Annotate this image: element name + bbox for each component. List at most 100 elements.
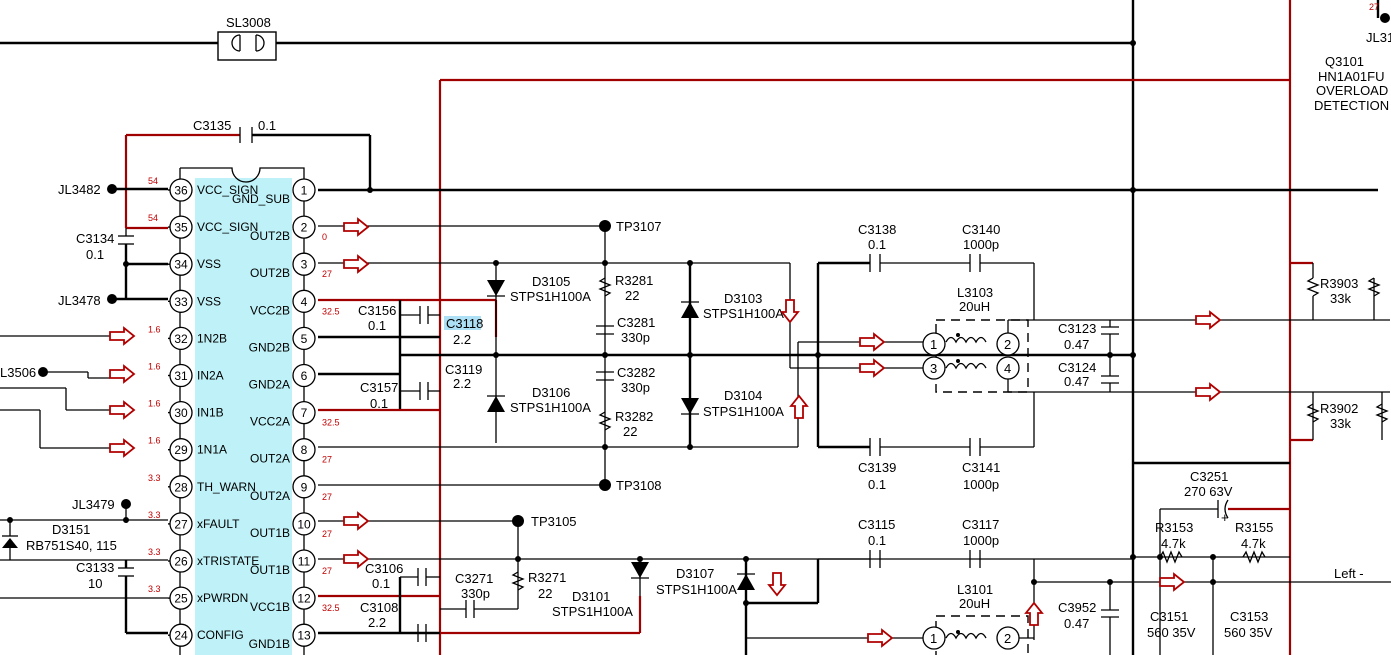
signal-arrow-up — [1024, 601, 1044, 626]
pin-number: 3 — [301, 258, 308, 272]
jl-top-dot — [1380, 13, 1390, 23]
pin-voltage: 27 — [322, 566, 332, 576]
d3107-symbol — [737, 574, 755, 590]
r3153-symbol — [1159, 550, 1183, 564]
pin-name: OUT1B — [250, 563, 290, 577]
c3124-label: C3124 — [1058, 360, 1096, 375]
svg-text:2: 2 — [1004, 337, 1011, 352]
c3124-value: 0.47 — [1064, 374, 1089, 389]
pin-voltage: 3.3 — [148, 473, 161, 483]
q3101-desc1: OVERLOAD — [1316, 83, 1388, 98]
d3104-label: D3104 — [724, 388, 762, 403]
r3281-value: 22 — [625, 288, 639, 303]
d3151-symbol — [2, 538, 18, 548]
pin-name: TH_WARN — [197, 480, 256, 494]
r3902-symbol — [1306, 403, 1320, 423]
r3271-value: 22 — [538, 586, 552, 601]
jl3478-label: JL3478 — [58, 293, 101, 308]
l3103-coil-a — [945, 336, 987, 344]
c3251-label: C3251 — [1190, 469, 1228, 484]
d3105-value: STPS1H100A — [510, 289, 591, 304]
pin-name: GND1B — [249, 637, 290, 651]
pin-voltage: 3.3 — [148, 584, 161, 594]
svg-text:+: + — [1221, 510, 1229, 525]
signal-arrows — [109, 217, 1222, 648]
pin-name: OUT2B — [250, 229, 290, 243]
c3118-highlight — [444, 316, 481, 330]
pin-number: 32 — [174, 332, 188, 346]
c3108-symbol — [400, 624, 440, 642]
pin-name: CONFIG — [197, 628, 244, 642]
c3140-value: 1000p — [963, 237, 999, 252]
pin-name: xTRISTATE — [197, 554, 259, 568]
c3952-label: C3952 — [1058, 600, 1096, 615]
tp3107-label: TP3107 — [616, 219, 662, 234]
signal-arrow — [1195, 310, 1222, 330]
c3108-value: 2.2 — [368, 615, 386, 630]
c3133-label: C3133 — [76, 560, 114, 575]
pin-number: 34 — [174, 258, 188, 272]
pin-number: 31 — [174, 369, 188, 383]
pin-voltage: 1.6 — [148, 399, 161, 409]
r3282-symbol — [598, 411, 612, 431]
pin-name: OUT2A — [250, 489, 290, 503]
l3103-box — [935, 319, 1029, 393]
c3106-symbol — [400, 568, 440, 586]
left-output-label: Left - — [1334, 566, 1364, 581]
signal-arrow — [109, 364, 136, 384]
c3141-label: C3141 — [962, 460, 1000, 475]
pin-number: 11 — [298, 555, 311, 569]
pin-name: VSS — [197, 257, 221, 271]
c3157-value: 0.1 — [370, 396, 388, 411]
c3156-label: C3156 — [358, 303, 396, 318]
c3123-label: C3123 — [1058, 321, 1096, 336]
signal-arrow — [343, 217, 370, 237]
svg-text:1: 1 — [930, 631, 937, 646]
pin-name: OUT1B — [250, 526, 290, 540]
signal-arrow — [343, 254, 370, 274]
c3271-label: C3271 — [455, 571, 493, 586]
r3903-symbol — [1306, 277, 1320, 297]
pin-number: 9 — [301, 480, 308, 494]
c3119-value: 2.2 — [453, 376, 471, 391]
l3103-coil-b — [945, 362, 987, 370]
d3105-label: D3105 — [532, 274, 570, 289]
d3103-label: D3103 — [724, 291, 762, 306]
signal-arrow — [343, 549, 370, 569]
c3156-symbol — [400, 306, 440, 324]
q3101-part: HN1A01FU — [1318, 69, 1384, 84]
d3104-value: STPS1H100A — [703, 404, 784, 419]
svg-text:2: 2 — [1004, 631, 1011, 646]
pin-number: 24 — [174, 629, 188, 643]
c3271-value: 330p — [461, 586, 490, 601]
signal-arrow — [343, 511, 370, 531]
l3101-coil — [945, 632, 987, 640]
l3103-label: L3103 — [957, 285, 993, 300]
c3281-label: C3281 — [617, 315, 655, 330]
pin-number: 27 — [174, 517, 188, 531]
pin-voltage: 3.3 — [148, 510, 161, 520]
r3903-value: 33k — [1330, 291, 1351, 306]
r3155-symbol — [1242, 550, 1266, 564]
pin-name: 1N2B — [197, 331, 227, 345]
pin-voltage: 27 — [322, 269, 332, 279]
c3115-value: 0.1 — [868, 533, 886, 548]
pin-number: 26 — [174, 555, 188, 569]
tp3105-label: TP3105 — [531, 514, 577, 529]
q3101-desc2: DETECTION — [1314, 98, 1389, 113]
c3118-value: 2.2 — [453, 332, 471, 347]
d3151-label: D3151 — [52, 522, 90, 537]
